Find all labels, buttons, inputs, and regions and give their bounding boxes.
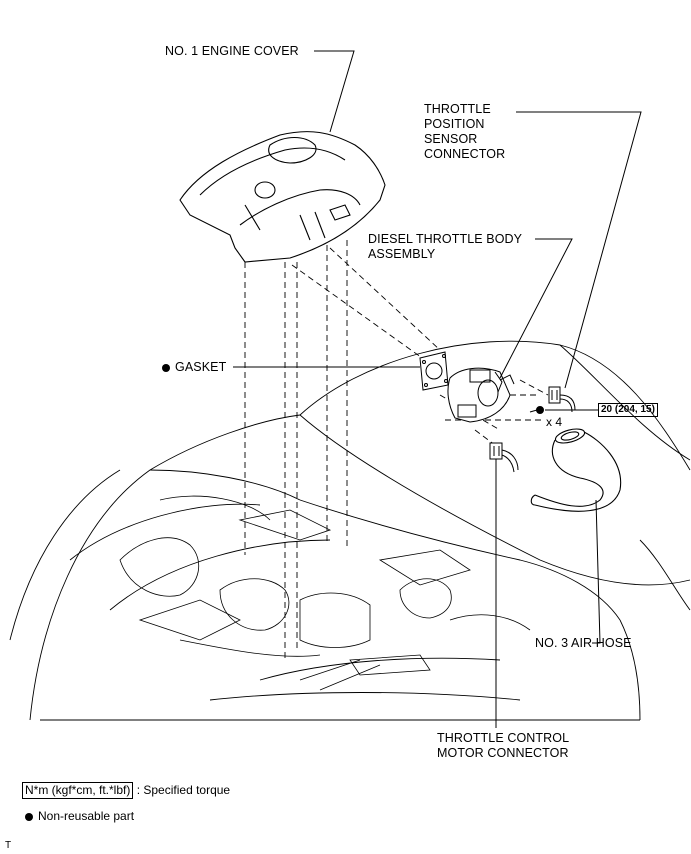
non-reusable-dot-icon (162, 364, 170, 372)
engine-cover-label: NO. 1 ENGINE COVER (165, 44, 299, 58)
engine-bay (119, 495, 531, 691)
non-reusable-dot-icon (25, 813, 33, 821)
engine-cover (179, 131, 386, 263)
motor-connector-part (489, 442, 519, 473)
tps-connector-part (548, 386, 576, 413)
legend-nonreusable: Non-reusable part (25, 809, 134, 824)
gasket-part (419, 351, 449, 391)
legend-nonreusable-desc: Non-reusable part (38, 809, 135, 823)
tps-connector-label: THROTTLE POSITION SENSOR CONNECTOR (424, 102, 506, 161)
legend-torque-units: N*m (kgf*cm, ft.*lbf) (22, 782, 134, 799)
installation-lines (244, 240, 549, 660)
legend-torque-desc: : Specified torque (136, 783, 231, 797)
throttle-body-part (447, 367, 515, 423)
legend-torque: N*m (kgf*cm, ft.*lbf) : Specified torque (22, 782, 230, 799)
gasket-label: GASKET (162, 360, 226, 375)
bolt-quantity: x 4 (546, 415, 563, 429)
bolt-part (529, 406, 544, 414)
throttle-body-label: DIESEL THROTTLE BODY ASSEMBLY (368, 232, 523, 261)
air-hose-part (530, 428, 622, 512)
vehicle-body (9, 340, 691, 721)
air-hose-label: NO. 3 AIR HOSE (535, 636, 632, 650)
leader-lines (233, 50, 642, 728)
torque-spec-badge: 20 (204, 15) (598, 403, 658, 417)
motor-connector-label: THROTTLE CONTROL MOTOR CONNECTOR (437, 731, 570, 760)
corner-mark: T (5, 840, 12, 851)
